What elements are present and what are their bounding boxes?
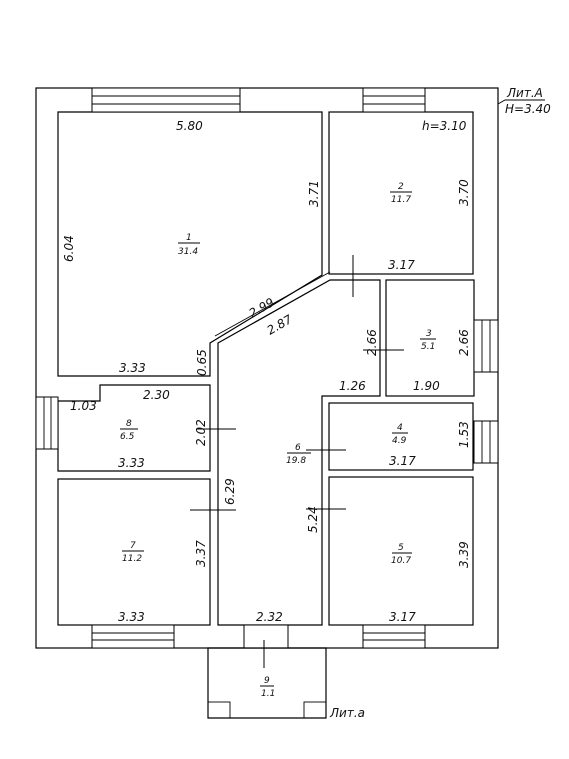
room-area-2: 11.7: [391, 195, 411, 205]
dim-hall-step: 1.26: [339, 379, 366, 393]
room-7-outline: [57, 478, 211, 626]
room-area-7: 11.2: [122, 554, 142, 564]
dim-r5-right: 3.39: [457, 541, 471, 568]
corner-lit-label: Лит.А: [506, 86, 543, 100]
dim-diag-inner: 2.87: [265, 312, 295, 338]
room-number-3: 3: [426, 329, 432, 339]
room-number-5: 5: [398, 543, 404, 553]
room-1-outline: [57, 111, 323, 377]
room-8-outline: [57, 384, 211, 472]
room-2-outline: [328, 111, 474, 275]
diagonal-wall: [214, 271, 331, 337]
entrance-door: [243, 624, 289, 649]
dim-r8-right: 2.02: [194, 419, 208, 446]
dim-r4-right: 1.53: [457, 421, 471, 448]
room-number-8: 8: [126, 419, 132, 429]
window-right-room3: [473, 319, 499, 373]
porch-step-left: [207, 701, 231, 719]
window-bottom-right: [362, 624, 426, 649]
room-height-label: h=3.10: [422, 119, 467, 133]
room-number-7: 7: [130, 541, 136, 551]
room-6-outline: [217, 279, 381, 626]
window-top-right: [362, 87, 426, 113]
dim-r2-right: 3.70: [457, 179, 471, 206]
dim-hall-left: 6.29: [223, 478, 237, 505]
room-4-outline: [328, 402, 474, 471]
dim-r1-stub: 0.65: [195, 349, 209, 376]
corner-height-label: H=3.40: [505, 102, 551, 116]
dim-r5-bottom: 3.17: [389, 610, 416, 624]
room-area-9: 1.1: [261, 689, 275, 699]
dim-r8-bottom: 3.33: [118, 456, 145, 470]
room-number-6: 6: [295, 443, 301, 453]
room-number-4: 4: [397, 423, 403, 433]
dim-r1-right: 3.71: [307, 180, 321, 207]
dim-r8-top: 2.30: [143, 388, 170, 402]
corner-leader: [497, 99, 545, 105]
dim-r1-left: 6.04: [62, 235, 76, 262]
room-area-3: 5.1: [421, 342, 435, 352]
dim-hall-right: 5.24: [306, 506, 320, 533]
dim-r1-top: 5.80: [176, 119, 203, 133]
door-ticks: [190, 255, 404, 668]
room-area-6: 19.8: [286, 456, 306, 466]
room-area-5: 10.7: [391, 556, 411, 566]
dim-r3-left: 2.66: [365, 329, 379, 356]
fraction-bars: [120, 191, 436, 687]
dim-r3-right: 2.66: [457, 329, 471, 356]
room-area-4: 4.9: [392, 436, 407, 446]
window-top-left: [91, 87, 241, 113]
window-right-room4: [473, 420, 499, 464]
dim-r7-bottom: 3.33: [118, 610, 145, 624]
dim-hall-bottom: 2.32: [256, 610, 283, 624]
dim-r1-bottom: 3.33: [119, 361, 146, 375]
dim-r7-right: 3.37: [194, 540, 208, 567]
room-number-9: 9: [264, 676, 270, 686]
window-bottom-left: [91, 624, 175, 649]
room-number-1: 1: [186, 233, 192, 243]
dim-r4-bottom: 3.17: [389, 454, 416, 468]
outer-wall: [35, 87, 499, 649]
dim-r3-bottom: 1.90: [413, 379, 440, 393]
dim-diag-outer: 2.99: [247, 295, 277, 320]
room-number-2: 2: [398, 182, 404, 192]
porch-step-right: [303, 701, 327, 719]
room-area-8: 6.5: [120, 432, 135, 442]
room-area-1: 31.4: [178, 247, 198, 257]
porch-label: Лит.а: [329, 706, 365, 720]
dim-r8-notch: 1.03: [70, 399, 97, 413]
dim-r2-bottom: 3.17: [388, 258, 415, 272]
window-left-side: [35, 396, 59, 450]
